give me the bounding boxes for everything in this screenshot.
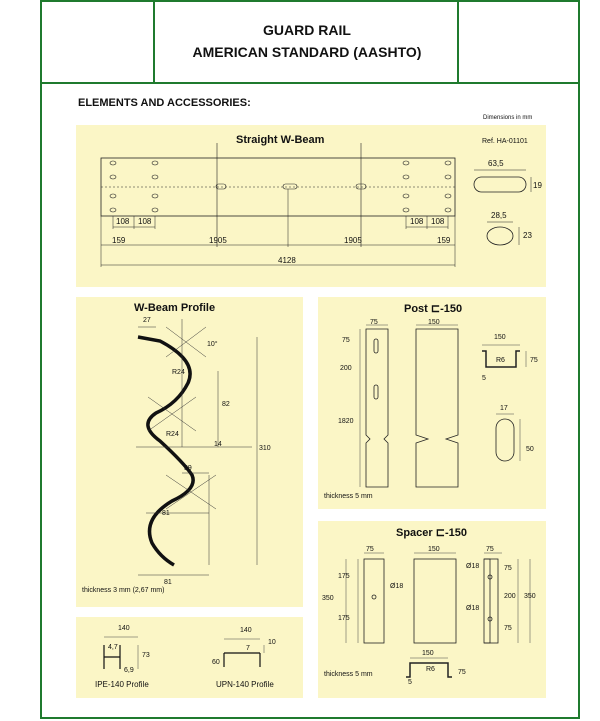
dim-39: 39 bbox=[184, 465, 192, 472]
dim-1905b: 1905 bbox=[344, 236, 362, 245]
header-title: GUARD RAIL AMERICAN STANDARD (AASHTO) bbox=[155, 0, 459, 82]
post-dim-150a: 150 bbox=[428, 319, 440, 326]
spacer-dim-phi18c: Ø18 bbox=[466, 605, 480, 612]
post-dim-5: 5 bbox=[482, 375, 486, 382]
header-bar bbox=[40, 0, 580, 84]
straight-beam-panel: Straight W-Beam Ref. HA-01101 108 108 10… bbox=[76, 125, 546, 287]
ipe-label: IPE-140 Profile bbox=[95, 680, 149, 689]
dim-82: 82 bbox=[222, 401, 230, 408]
spacer-dim-75a: 75 bbox=[366, 546, 374, 553]
post-dim-75b: 75 bbox=[342, 337, 350, 344]
spacer-panel: Spacer ⊏-150 75 150 75 175 350 175 Ø18 Ø… bbox=[318, 521, 546, 698]
dimensions-note: Dimensions in mm bbox=[483, 115, 533, 121]
dim-r24a: R24 bbox=[172, 369, 185, 376]
spacer-dim-150a: 150 bbox=[428, 546, 440, 553]
spacer-dim-75d: 75 bbox=[504, 625, 512, 632]
post-slot bbox=[495, 418, 515, 462]
hole-height: 23 bbox=[523, 231, 532, 240]
post-dim-1820: 1820 bbox=[338, 418, 354, 425]
ipe-upn-panel: 140 4,7 73 6,9 IPE-140 Profile 140 10 7 … bbox=[76, 617, 303, 698]
dim-108c: 108 bbox=[410, 217, 424, 226]
spacer-dim-350b: 350 bbox=[524, 593, 536, 600]
dim-81a: 81 bbox=[162, 510, 170, 517]
upn-section bbox=[223, 652, 261, 667]
dim-1905a: 1905 bbox=[209, 236, 227, 245]
upn-label: UPN-140 Profile bbox=[216, 680, 274, 689]
post-dim-75a: 75 bbox=[370, 319, 378, 326]
dim-310: 310 bbox=[259, 445, 271, 452]
post-drawing bbox=[359, 324, 527, 488]
post-panel: Post ⊏-150 75 150 75 200 1820 150 R6 75 … bbox=[318, 297, 546, 509]
spacer-front-view bbox=[363, 558, 385, 644]
post-side-view bbox=[415, 328, 459, 488]
post-front-view bbox=[365, 328, 389, 488]
ipe-upn-drawing bbox=[103, 636, 265, 669]
header-left-cell bbox=[40, 0, 155, 82]
post-dim-200: 200 bbox=[340, 365, 352, 372]
post-dim-50: 50 bbox=[526, 446, 534, 453]
spacer-channel-section bbox=[406, 662, 452, 678]
hole-width: 28,5 bbox=[491, 211, 507, 220]
dim-10deg: 10° bbox=[207, 341, 218, 348]
slot-height: 19 bbox=[533, 181, 542, 190]
dim-27: 27 bbox=[143, 317, 151, 324]
post-thickness: thickness 5 mm bbox=[324, 493, 373, 500]
spacer-side-view bbox=[413, 558, 457, 644]
post-channel-section bbox=[482, 350, 520, 368]
upn-dim-10: 10 bbox=[268, 639, 276, 646]
dim-14: 14 bbox=[214, 441, 222, 448]
dim-159a: 159 bbox=[112, 236, 126, 245]
header-title-line1: GUARD RAIL bbox=[263, 22, 351, 38]
dim-108d: 108 bbox=[431, 217, 445, 226]
post-title: Post ⊏-150 bbox=[404, 303, 463, 315]
ipe-dim-140: 140 bbox=[118, 625, 130, 632]
profile-title: W-Beam Profile bbox=[134, 302, 216, 314]
post-dim-150b: 150 bbox=[494, 334, 506, 341]
spacer-dim-phi18a: Ø18 bbox=[390, 583, 404, 590]
profile-drawing bbox=[136, 319, 258, 576]
spacer-thickness: thickness 5 mm bbox=[324, 671, 373, 678]
post-dim-75c: 75 bbox=[530, 357, 538, 364]
spacer-dim-r6: R6 bbox=[426, 666, 435, 673]
dim-108a: 108 bbox=[116, 217, 130, 226]
dim-159b: 159 bbox=[437, 236, 451, 245]
header-title-cell bbox=[155, 0, 459, 82]
w-beam-profile-curve bbox=[137, 335, 195, 567]
spacer-dim-150b: 150 bbox=[422, 650, 434, 657]
spacer-dim-phi18b: Ø18 bbox=[466, 563, 480, 570]
spacer-dim-5: 5 bbox=[408, 679, 412, 686]
section-title: ELEMENTS AND ACCESSORIES: bbox=[78, 97, 251, 109]
straight-beam-ref: Ref. HA-01101 bbox=[482, 138, 528, 145]
straight-beam-title: Straight W-Beam bbox=[236, 134, 325, 146]
spacer-dim-75e: 75 bbox=[458, 669, 466, 676]
straight-beam-drawing bbox=[100, 143, 532, 267]
dim-81b: 81 bbox=[164, 579, 172, 586]
post-dim-17: 17 bbox=[500, 405, 508, 412]
post-dim-r6: R6 bbox=[496, 357, 505, 364]
ipe-dim-47: 4,7 bbox=[108, 644, 118, 651]
spacer-dim-350a: 350 bbox=[322, 595, 334, 602]
spacer-title: Spacer ⊏-150 bbox=[396, 527, 467, 539]
spacer-dim-75c: 75 bbox=[504, 565, 512, 572]
profile-panel: W-Beam Profile 27 10° R24 82 R24 14 310 … bbox=[76, 297, 303, 607]
page-frame bbox=[40, 0, 580, 719]
dim-108b: 108 bbox=[138, 217, 152, 226]
ipe-dim-73: 73 bbox=[142, 652, 150, 659]
upn-dim-7: 7 bbox=[246, 645, 250, 652]
spacer-dim-200: 200 bbox=[504, 593, 516, 600]
profile-thickness: thickness 3 mm (2,67 mm) bbox=[82, 587, 165, 594]
spacer-dim-175a: 175 bbox=[338, 573, 350, 580]
upn-dim-140: 140 bbox=[240, 627, 252, 634]
slot-width: 63,5 bbox=[488, 159, 504, 168]
dim-4128: 4128 bbox=[278, 256, 296, 265]
ipe-dim-69: 6,9 bbox=[124, 667, 134, 674]
spacer-dim-75b: 75 bbox=[486, 546, 494, 553]
spacer-back-view bbox=[484, 558, 491, 644]
spacer-dim-175b: 175 bbox=[338, 615, 350, 622]
ipe-section bbox=[103, 645, 121, 669]
upn-dim-60: 60 bbox=[212, 659, 220, 666]
spacer-drawing bbox=[345, 552, 531, 678]
header-title-line2: AMERICAN STANDARD (AASHTO) bbox=[192, 44, 422, 60]
dim-r24b: R24 bbox=[166, 431, 179, 438]
